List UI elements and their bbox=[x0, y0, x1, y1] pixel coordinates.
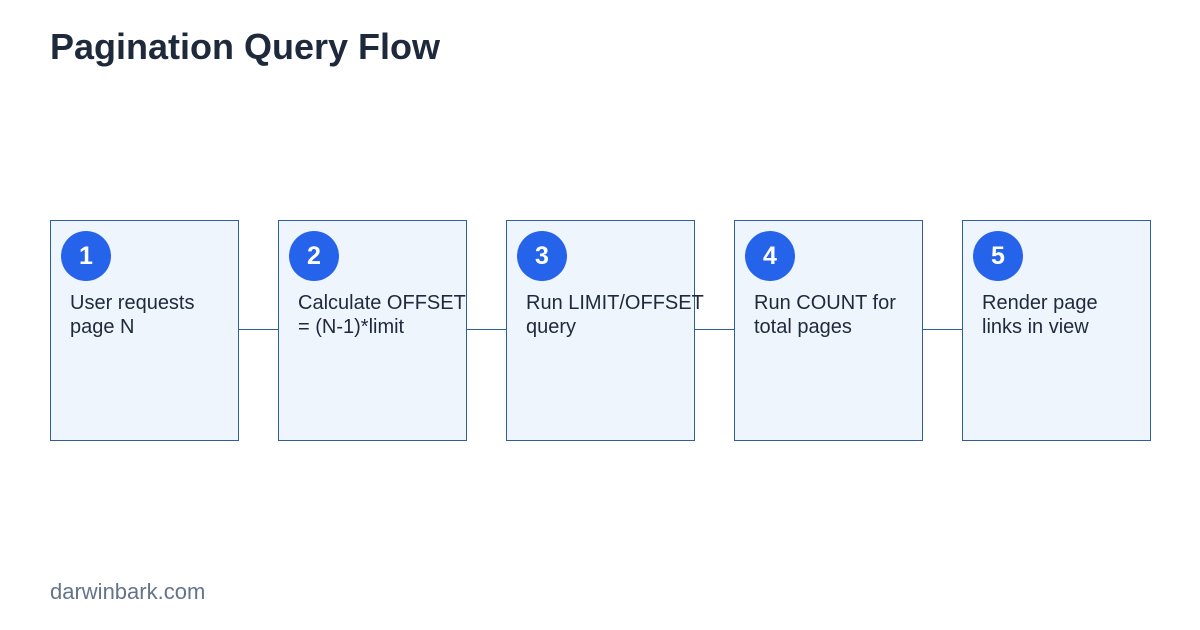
step-text-4: Run COUNT for total pages bbox=[754, 292, 896, 338]
step-box-4: 4 Run COUNT for total pages bbox=[734, 220, 923, 441]
step-text-2: Calculate OFFSET = (N-1)*limit bbox=[298, 292, 466, 338]
step-box-5: 5 Render page links in view bbox=[962, 220, 1151, 441]
step-badge-4: 4 bbox=[745, 231, 795, 281]
step-badge-3: 3 bbox=[517, 231, 567, 281]
step-badge-1: 1 bbox=[61, 231, 111, 281]
step-badge-2: 2 bbox=[289, 231, 339, 281]
connector-3-4 bbox=[695, 329, 735, 330]
step-box-1: 1 User requests page N bbox=[50, 220, 239, 441]
step-text-5: Render page links in view bbox=[982, 292, 1098, 338]
connector-4-5 bbox=[923, 329, 963, 330]
connector-2-3 bbox=[467, 329, 507, 330]
page-title: Pagination Query Flow bbox=[50, 26, 441, 67]
step-box-3: 3 Run LIMIT/OFFSET query bbox=[506, 220, 704, 441]
footer-site-name: darwinbark.com bbox=[50, 579, 206, 604]
step-box-2: 2 Calculate OFFSET = (N-1)*limit bbox=[278, 220, 467, 441]
connector-1-2 bbox=[239, 329, 279, 330]
step-badge-5: 5 bbox=[973, 231, 1023, 281]
step-text-1: User requests page N bbox=[70, 292, 195, 338]
step-text-3: Run LIMIT/OFFSET query bbox=[526, 292, 704, 338]
